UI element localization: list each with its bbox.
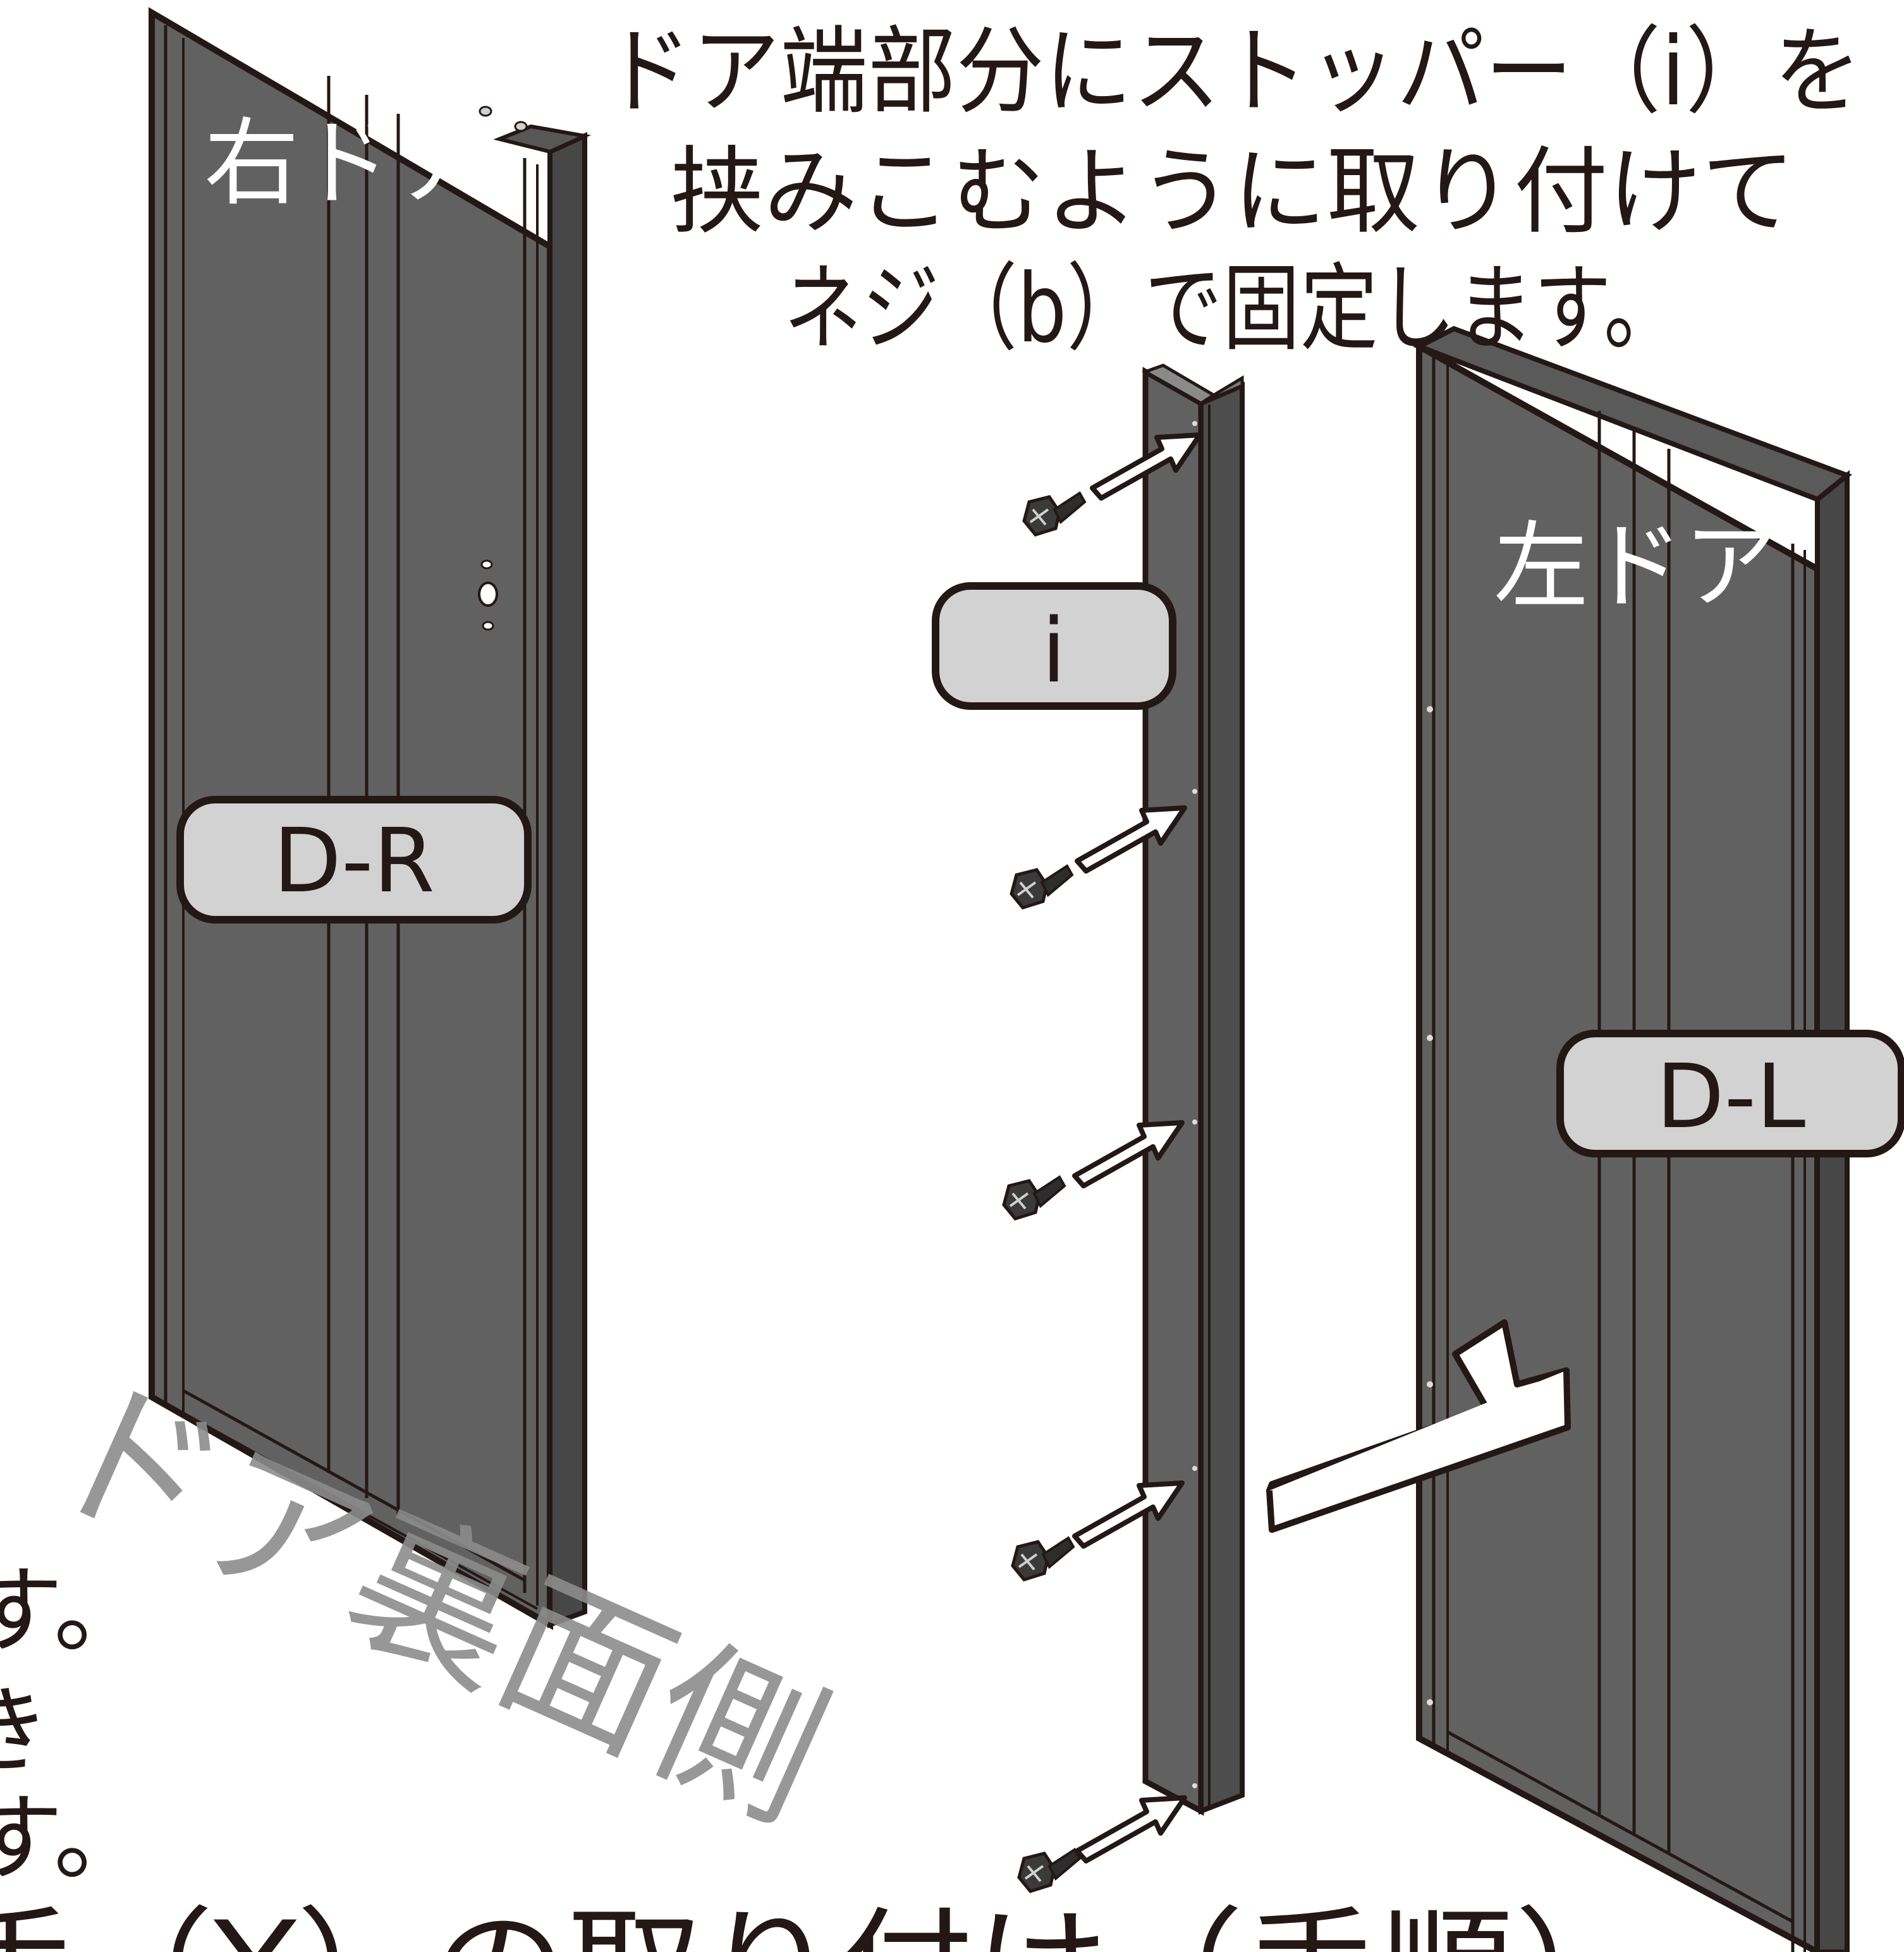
instruction-line-1: ドア端部分にストッパー（i）を (604, 17, 1862, 127)
tag-right-door-text: D-R (273, 810, 435, 913)
tag-left-door: D-L (1556, 1030, 1904, 1157)
tag-stopper: i (932, 582, 1176, 710)
bottom-heading-fragment: 手（Y）の取り付け（手順） (0, 1896, 1650, 1952)
tag-left-door-text: D-L (1656, 1046, 1805, 1149)
tag-right-door: D-R (176, 796, 532, 924)
left-edge-fragment-2: き (0, 1676, 51, 1786)
tag-stopper-text: i (1042, 600, 1066, 703)
left-door-label: 左ドア (1494, 512, 1778, 622)
instruction-line-2: 挟みこむように取り付けて (670, 137, 1795, 247)
instruction-block: ドア端部分にストッパー（i）を 挟みこむように取り付けて ネジ（b）で固定します… (604, 17, 1862, 364)
top-left-fragment: あみます (0, 0, 13, 49)
instruction-line-3: ネジ（b）で固定します。 (784, 254, 1681, 364)
left-edge-fragment-1: す。 (0, 1556, 149, 1666)
right-door-label: 右ドア (204, 109, 489, 219)
left-edge-fragment-3: す。 (0, 1784, 149, 1894)
stopper-part (1142, 363, 1245, 1816)
